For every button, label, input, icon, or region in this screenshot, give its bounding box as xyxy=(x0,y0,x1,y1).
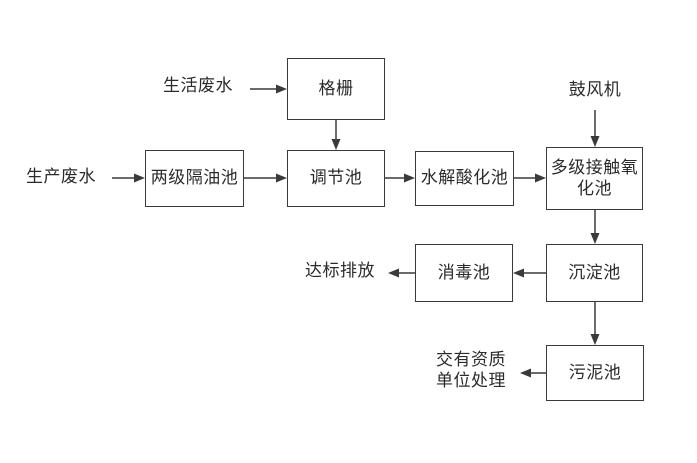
connector-domestic-to-grid xyxy=(250,84,287,94)
connector-production-to-oil xyxy=(112,173,145,183)
node-grid[interactable]: 格栅 xyxy=(287,58,385,120)
label-standard-discharge: 达标排放 xyxy=(305,261,375,282)
connector-hydrolysis-to-contact xyxy=(514,173,546,183)
connector-sediment-to-disinfect xyxy=(513,268,546,278)
node-sedimentation-tank[interactable]: 沉淀池 xyxy=(546,244,643,302)
node-two-stage-oil-separation-tank[interactable]: 两级隔油池 xyxy=(145,150,244,207)
node-multistage-contact-oxidation-tank[interactable]: 多级接触氧 化池 xyxy=(546,147,643,210)
label-production-wastewater: 生产废水 xyxy=(26,167,96,188)
connector-blower-to-contact xyxy=(590,110,600,147)
connector-contact-to-sediment xyxy=(590,210,600,244)
label-domestic-wastewater: 生活废水 xyxy=(163,76,233,97)
node-disinfection-tank[interactable]: 消毒池 xyxy=(415,244,513,302)
connector-adjust-to-hydrolysis xyxy=(385,173,415,183)
node-sludge-tank[interactable]: 污泥池 xyxy=(546,345,644,401)
connector-oil-to-adjust xyxy=(244,173,287,183)
connector-sludge-to-qualified xyxy=(520,368,546,378)
connector-disinfect-to-discharge xyxy=(388,268,415,278)
label-qualified-unit-treatment: 交有资质 单位处理 xyxy=(436,349,506,391)
label-blower: 鼓风机 xyxy=(568,80,622,101)
node-regulating-tank[interactable]: 调节池 xyxy=(287,150,385,207)
connector-sediment-to-sludge xyxy=(590,302,600,345)
node-hydrolysis-acidification-tank[interactable]: 水解酸化池 xyxy=(415,151,514,206)
connector-grid-to-adjust xyxy=(331,120,341,150)
